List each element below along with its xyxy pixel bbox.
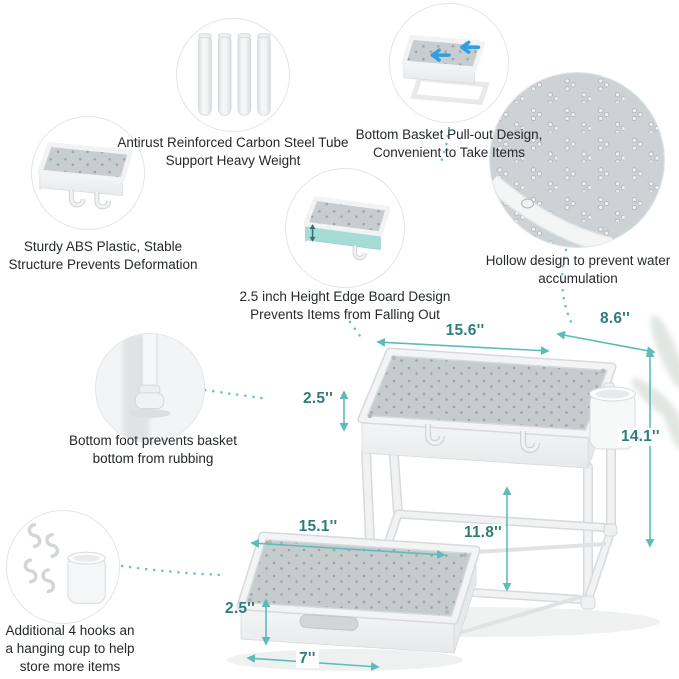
pull-direction-arrows [430, 40, 481, 62]
dim-line-top-width [376, 337, 550, 356]
dim-line-top-depth [556, 330, 656, 356]
dim-bottom-width: 15.1'' [298, 518, 338, 535]
abs-callout-circle [31, 116, 145, 230]
steel-tubes-callout-circle [176, 18, 290, 132]
pullout-label: Bottom Basket Pull-out Design, Convenien… [355, 127, 543, 160]
hollow-label: Hollow design to prevent water accumulat… [485, 253, 671, 286]
bottom-foot-icon [96, 334, 204, 442]
bottom-foot-label: Bottom foot prevents basket bottom from … [68, 433, 238, 466]
hollow-surface-icon [490, 73, 664, 247]
abs-plastic-label: Sturdy ABS Plastic, Stable Structure Pre… [8, 239, 198, 272]
dimension-lines [246, 330, 656, 671]
hooks-cup-callout-circle [6, 510, 120, 624]
rim-hooks [425, 424, 540, 454]
edge-board-label: 2.5 inch Height Edge Board Design Preven… [239, 289, 451, 322]
hooks-cup-label: Additional 4 hooks an a hanging cup to h… [5, 623, 135, 674]
steel-tubes-label: Antirust Reinforced Carbon Steel Tube Su… [117, 135, 349, 168]
edge-board-icon [303, 196, 391, 261]
dim-line-bottom-width [250, 539, 446, 559]
dim-top-edge-height: 2.5'' [303, 390, 333, 407]
legs [361, 396, 616, 603]
handle-cutout [299, 614, 359, 631]
connector-dots [120, 126, 574, 577]
edge-height-arrow [309, 224, 316, 242]
hooks-cup-icon [23, 523, 106, 604]
steel-tubes-icon [198, 33, 271, 116]
pullout-callout-circle [389, 3, 509, 123]
pullout-basket-icon [401, 34, 490, 105]
abs-structure-icon [37, 142, 133, 210]
edge-board-callout-circle [285, 168, 405, 288]
dim-top-width: 15.6'' [445, 322, 485, 339]
dim-total-height: 14.1'' [618, 428, 663, 446]
slide-rails [455, 542, 607, 636]
bottom-basket [236, 531, 481, 654]
leaf-decoration [631, 314, 679, 452]
bottom-foot-callout-circle [95, 333, 205, 443]
dim-middle-height: 11.8'' [461, 524, 505, 542]
hollow-callout-circle [489, 72, 665, 248]
dim-bottom-edge-height: 2.5'' [225, 600, 255, 617]
dim-top-depth: 8.6'' [600, 310, 630, 327]
dim-bottom-depth: 7'' [296, 650, 319, 668]
top-basket [357, 347, 617, 469]
